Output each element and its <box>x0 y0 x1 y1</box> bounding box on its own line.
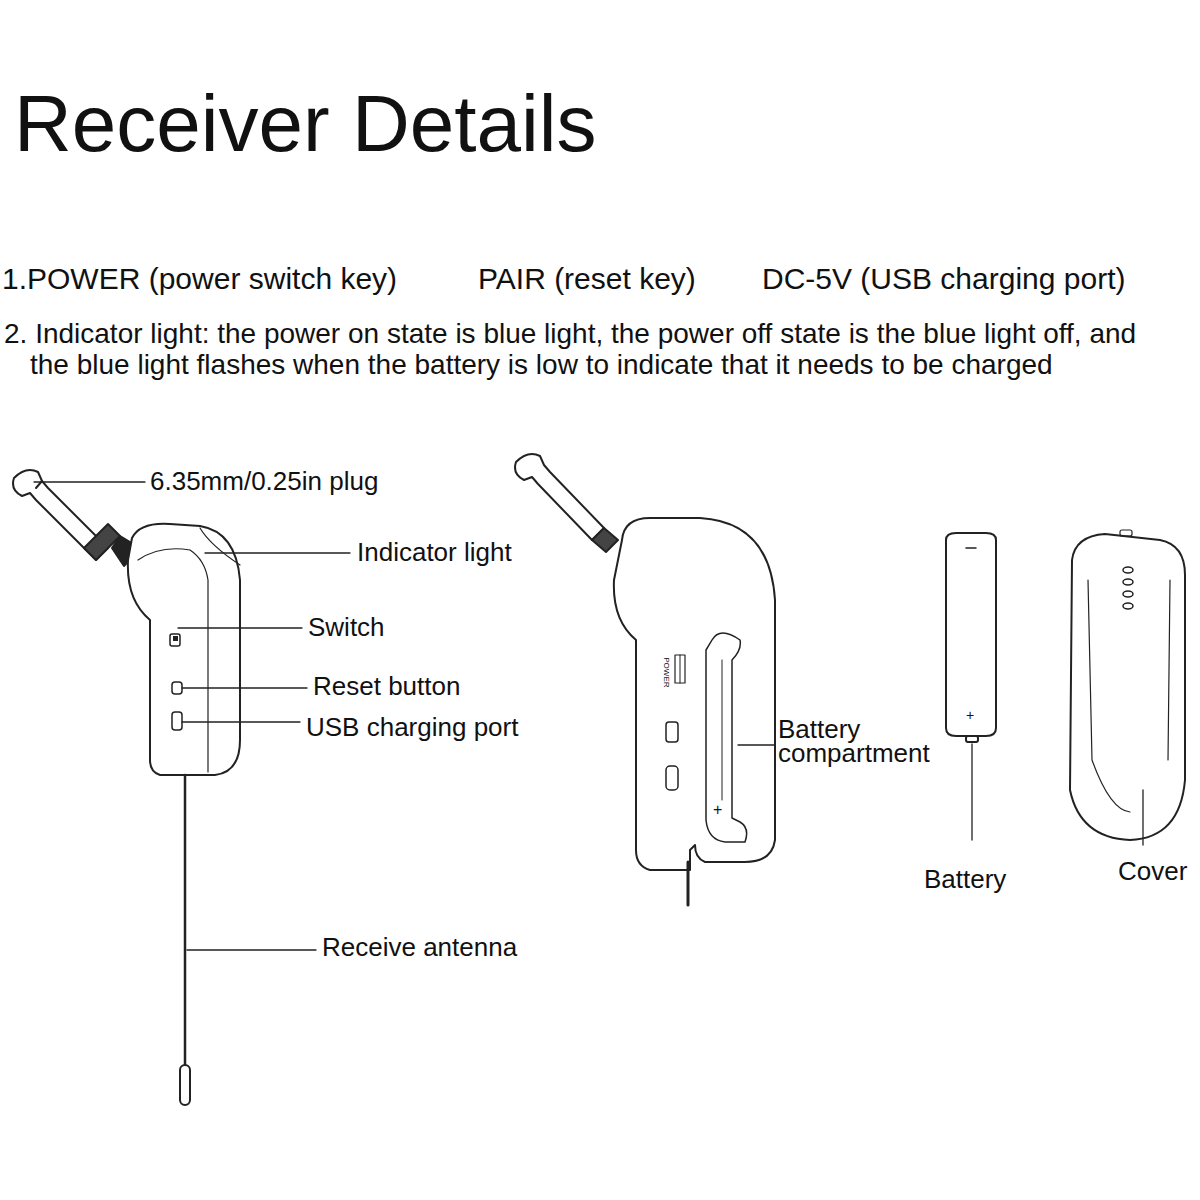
part-label: Reset button <box>313 672 460 701</box>
leader-lines <box>34 482 350 950</box>
polarity-mark: + <box>713 801 722 819</box>
polarity-mark: + <box>966 708 974 723</box>
part-label: Indicator light <box>357 538 512 567</box>
key-note: 1.POWER (power switch key) <box>2 262 397 295</box>
part-label: Battery <box>924 865 1006 894</box>
plug <box>13 470 140 566</box>
part-label: Receive antenna <box>322 933 517 962</box>
part-label: Switch <box>308 613 385 642</box>
part-label: USB charging port <box>306 713 518 742</box>
battery-cover <box>1070 534 1185 840</box>
plug <box>515 454 618 552</box>
battery-compartment <box>706 633 747 842</box>
part-label: Battery compartment <box>778 717 953 765</box>
part-label: Cover <box>1118 857 1187 886</box>
key-note: DC-5V (USB charging port) <box>762 262 1125 295</box>
page-title: Receiver Details <box>14 80 596 168</box>
receiver-body <box>128 524 240 775</box>
part-label: 6.35mm/0.25in plug <box>150 467 378 496</box>
device-marking: POWER <box>661 657 670 687</box>
indicator-note: 2. Indicator light: the power on state i… <box>2 318 1182 380</box>
battery <box>946 533 996 736</box>
receiver-body <box>614 518 775 870</box>
key-note: PAIR (reset key) <box>478 262 696 295</box>
